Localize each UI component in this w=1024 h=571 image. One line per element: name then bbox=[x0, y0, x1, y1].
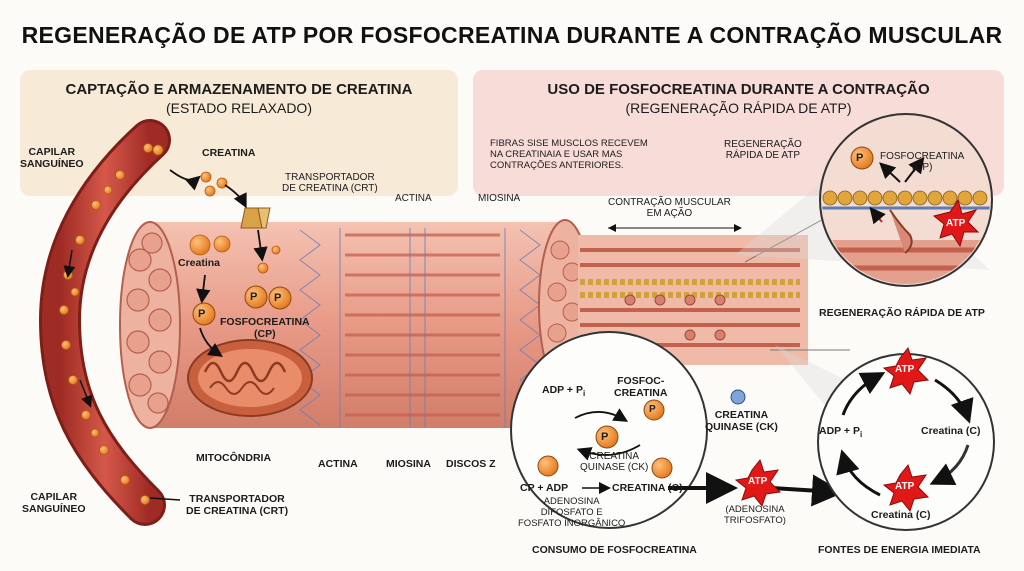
cp-adp-label: CP + ADP bbox=[520, 482, 569, 494]
right-panel-subheading: (REGENERAÇÃO RÁPIDA DE ATP) bbox=[625, 100, 852, 116]
adp-pi-text: ADP + P bbox=[542, 384, 583, 396]
myosin-label-top: MIOSINA bbox=[478, 193, 521, 204]
phosphocreatine-circle-label: FOSFOC- CREATINA bbox=[614, 375, 668, 399]
transporter-label-top: TRANSPORTADOR DE CREATINA (CRT) bbox=[282, 172, 378, 194]
mitochondria-label: MITOCÔNDRIA bbox=[196, 452, 272, 464]
z-discs-label: DISCOS Z bbox=[446, 458, 496, 470]
p-icon-4: P bbox=[856, 152, 864, 164]
adp-pi-label: ADP + Pi bbox=[542, 384, 585, 400]
regeneration-caption: REGENERAÇÃO RÁPIDA DE ATP bbox=[819, 307, 985, 319]
capillary-label-bottom: CAPILAR SANGUÍNEO bbox=[22, 491, 86, 515]
adp-description: ADENOSINA DIFOSFATO E FOSFATO INORGÂNICO bbox=[518, 496, 626, 529]
atp-badge-3: ATP bbox=[895, 364, 915, 375]
capillary-label-top: CAPILAR SANGUÍNEO bbox=[20, 146, 84, 170]
cycle-adp-text: ADP + P bbox=[819, 425, 860, 437]
creatine-c-label-mid: CREATINA (C) bbox=[612, 482, 683, 494]
phosphocreatine-label: FOSFOCREATINA (CP) bbox=[220, 316, 310, 340]
creatine-kinase-label-mid: CREATINA QUINASE (CK) bbox=[580, 451, 649, 473]
phosphocreatine-icons bbox=[192, 285, 292, 326]
creatine-label-top: CREATINA bbox=[202, 147, 256, 159]
myosin-label-bottom: MIOSINA bbox=[386, 458, 431, 470]
phosphocreatine-cp-label: FOSFOCREATINA (CP) bbox=[880, 151, 965, 173]
atp-badge-1: ATP bbox=[946, 218, 966, 229]
atp-badge-4: ATP bbox=[895, 481, 915, 492]
p-icon-3: P bbox=[198, 308, 206, 320]
consumption-caption: CONSUMO DE FOSFOCREATINA bbox=[532, 544, 697, 556]
fiber-note: FIBRAS SISE MUSCLOS RECEVEM NA CREATINAI… bbox=[490, 138, 648, 171]
cycle-creatine-bottom: Creatina (C) bbox=[871, 509, 931, 521]
left-panel-heading: CAPTAÇÃO E ARMAZENAMENTO DE CREATINA bbox=[65, 81, 413, 98]
p-icon-5: P bbox=[601, 431, 609, 443]
transporter-label-bottom: TRANSPORTADOR DE CREATINA (CRT) bbox=[186, 493, 289, 517]
creatine-kinase-label-top: CREATINA QUINASE (CK) bbox=[705, 409, 778, 433]
regeneration-small-label: REGENERAÇÃO RÁPIDA DE ATP bbox=[724, 139, 802, 161]
cycle-adp-label: ADP + Pi bbox=[819, 425, 862, 441]
left-panel-subheading: (ESTADO RELAXADO) bbox=[166, 100, 312, 116]
actin-label-bottom: ACTINA bbox=[318, 458, 358, 470]
energy-sources-caption: FONTES DE ENERGIA IMEDIATA bbox=[818, 544, 981, 556]
contraction-label: CONTRAÇÃO MUSCULAR EM AÇÃO bbox=[608, 197, 731, 219]
p-icon-2: P bbox=[274, 292, 282, 304]
p-icon-6: P bbox=[649, 404, 656, 415]
cycle-pi-subscript: i bbox=[859, 430, 863, 440]
cycle-creatine-right: Creatina (C) bbox=[921, 425, 981, 437]
atp-badge-2: ATP bbox=[748, 476, 768, 487]
right-panel-heading: USO DE FOSFOCREATINA DURANTE A CONTRAÇÃO bbox=[547, 81, 930, 98]
p-icon-1: P bbox=[250, 291, 258, 303]
pi-subscript: i bbox=[582, 389, 586, 399]
atp-description: (ADENOSINA TRIFOSFATO) bbox=[724, 504, 786, 526]
creatine-label-mid: Creatina bbox=[178, 257, 221, 269]
page-title: REGENERAÇÃO DE ATP POR FOSFOCREATINA DUR… bbox=[21, 22, 1003, 48]
actin-label-top: ACTINA bbox=[395, 193, 432, 204]
